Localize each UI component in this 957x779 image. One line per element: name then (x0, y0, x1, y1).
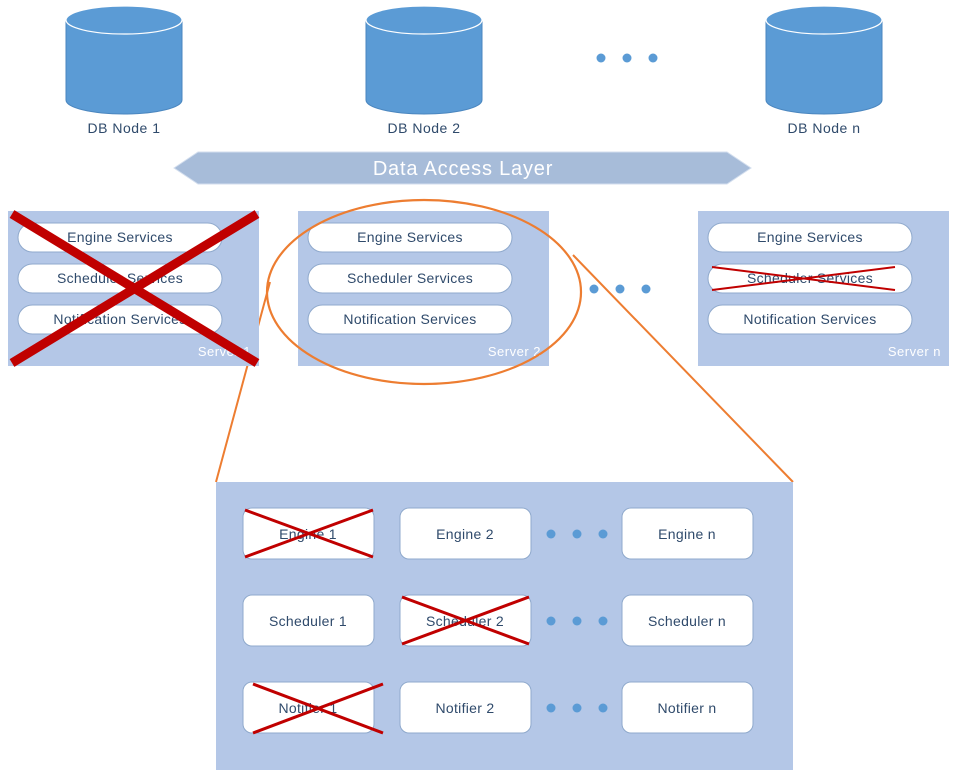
detail-card: Scheduler 2 (399, 594, 532, 647)
database-cylinder-icon (365, 5, 483, 115)
detail-card: Notifier 2 (399, 681, 532, 734)
failed-cross-icon (252, 682, 384, 735)
ellipsis-dots-icon (546, 529, 608, 539)
zoom-highlight-ellipse (265, 198, 583, 386)
detail-card: Scheduler n (621, 594, 754, 647)
service-label: Scheduler Services (347, 270, 473, 286)
server-1: Engine Services Scheduler Services Notif… (8, 210, 260, 367)
failed-cross-icon (9, 210, 260, 367)
data-access-layer-label: Data Access Layer (373, 158, 553, 180)
detail-card-label: Notifier 2 (435, 700, 494, 716)
db-node-label: DB Node n (788, 120, 861, 136)
detail-card-label: Engine n (658, 526, 716, 542)
zoom-lines (215, 254, 794, 483)
ellipsis-dots-icon (546, 616, 608, 626)
server-label: Server n (888, 344, 941, 359)
detail-card-label: Notifier n (657, 700, 716, 716)
service-pill: Engine Services (707, 222, 913, 253)
service-pill: Engine Services (307, 222, 513, 253)
service-pill: Notification Services (307, 304, 513, 335)
ellipsis-dots-icon (589, 284, 651, 294)
service-label: Engine Services (757, 229, 863, 245)
detail-card: Engine 1 (242, 507, 375, 560)
service-pill: Scheduler Services (307, 263, 513, 294)
detail-card: Notifier 1 (242, 681, 384, 735)
detail-card: Scheduler 1 (242, 594, 375, 647)
service-pill: Scheduler Services (707, 263, 913, 294)
database-cylinder-icon (65, 5, 183, 115)
server-2: Engine Services Scheduler Services Notif… (298, 211, 549, 366)
service-pill: Notification Services (707, 304, 913, 335)
detail-card-label: Scheduler 1 (269, 613, 347, 629)
ellipsis-dots-icon (546, 703, 608, 713)
detail-card: Notifier n (621, 681, 754, 734)
db-node-n: DB Node n (765, 5, 883, 136)
service-label: Notification Services (743, 311, 876, 327)
failed-cross-icon (244, 508, 374, 559)
detail-card-label: Scheduler n (648, 613, 726, 629)
service-label: Engine Services (357, 229, 463, 245)
server-label: Server 2 (488, 344, 541, 359)
double-arrow-icon (173, 151, 752, 185)
failed-cross-icon (711, 266, 896, 291)
detail-card-label: Engine 2 (436, 526, 494, 542)
database-cylinder-icon (765, 5, 883, 115)
service-label: Engine Services (67, 229, 173, 245)
failed-cross-icon (401, 595, 530, 646)
service-label: Notification Services (343, 311, 476, 327)
detail-card: Engine 2 (399, 507, 532, 560)
db-node-1: DB Node 1 (65, 5, 183, 136)
server-2-detail-panel: Engine 1 Engine 2 Engine n Scheduler 1 (216, 482, 793, 770)
server-n: Engine Services Scheduler Services Notif… (698, 211, 949, 366)
db-node-label: DB Node 2 (388, 120, 461, 136)
ellipsis-dots-icon (596, 53, 658, 63)
detail-card: Engine n (621, 507, 754, 560)
db-node-2: DB Node 2 (365, 5, 483, 136)
data-access-layer: Data Access Layer (173, 151, 752, 185)
db-node-label: DB Node 1 (88, 120, 161, 136)
detail-card-label: Notifier 1 (278, 700, 337, 716)
